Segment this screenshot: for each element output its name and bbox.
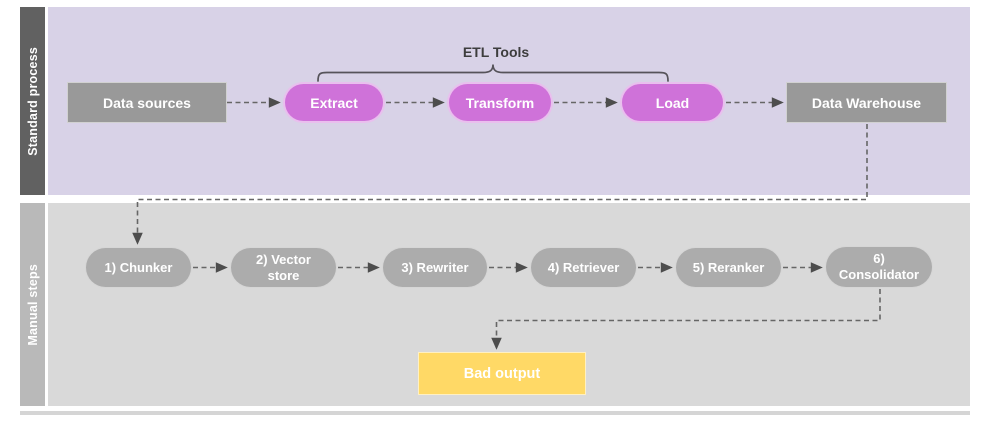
lane-label-manual-steps: Manual steps bbox=[20, 203, 45, 406]
node-label: 2) Vector store bbox=[256, 251, 311, 283]
node-reranker: 5) Reranker bbox=[675, 247, 782, 288]
etl-tools-group-label: ETL Tools bbox=[462, 44, 530, 60]
collapsed-lane-strip bbox=[20, 411, 970, 415]
node-chunker: 1) Chunker bbox=[85, 247, 192, 288]
node-consolidator: 6) Consolidator bbox=[825, 246, 933, 288]
node-load: Load bbox=[620, 82, 725, 123]
node-label: Bad output bbox=[463, 365, 541, 382]
node-data-warehouse: Data Warehouse bbox=[786, 82, 947, 123]
connector-data-warehouse-chunker bbox=[132, 124, 868, 245]
node-extract: Extract bbox=[283, 82, 385, 123]
node-retriever: 4) Retriever bbox=[530, 247, 637, 288]
etl-tools-brace bbox=[317, 64, 669, 82]
connector-consolidator-bad-output bbox=[491, 289, 881, 350]
lane-label-standard-process: Standard process bbox=[20, 7, 45, 195]
node-label: 5) Reranker bbox=[692, 259, 765, 275]
node-label: Load bbox=[655, 94, 690, 111]
node-vector-store: 2) Vector store bbox=[230, 247, 337, 288]
node-rewriter: 3) Rewriter bbox=[382, 247, 488, 288]
node-transform: Transform bbox=[447, 82, 553, 123]
node-label: 1) Chunker bbox=[104, 259, 173, 275]
node-label: Transform bbox=[465, 94, 535, 111]
node-label: Data Warehouse bbox=[811, 94, 922, 111]
node-label: 3) Rewriter bbox=[401, 259, 469, 275]
node-label: Extract bbox=[310, 94, 358, 111]
node-label: 4) Retriever bbox=[547, 259, 620, 275]
node-bad-output: Bad output bbox=[418, 352, 586, 395]
node-data-sources: Data sources bbox=[67, 82, 227, 123]
node-label: Data sources bbox=[103, 94, 191, 111]
node-label: 6) Consolidator bbox=[838, 251, 920, 282]
